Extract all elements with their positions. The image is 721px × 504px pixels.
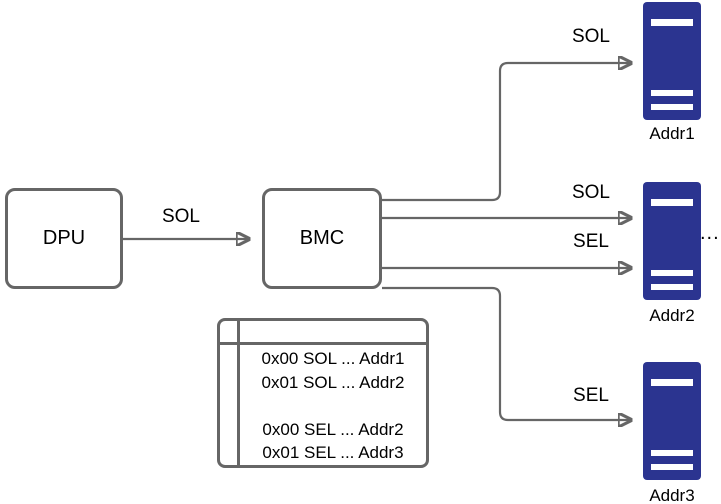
more-servers-ellipsis: ...: [700, 222, 720, 244]
node-bmc-label: BMC: [299, 227, 345, 249]
mapping-table-rows: 0x00 SOL ... Addr1 0x01 SOL ... Addr2 0x…: [240, 345, 426, 465]
server-slot-bar: [651, 379, 693, 386]
edge-bmc-to-addr3: [382, 286, 631, 420]
edge-label-addr2-sol: SOL: [571, 182, 611, 203]
server-icon-addr1: [643, 2, 701, 120]
node-dpu-label: DPU: [42, 227, 86, 249]
server-label-addr2: Addr2: [649, 306, 695, 325]
server-slot-bar: [651, 450, 693, 456]
node-dpu: DPU: [5, 188, 123, 289]
server-label-addr1: Addr1: [649, 124, 695, 143]
server-label-addr3: Addr3: [649, 486, 695, 504]
mapping-row: 0x01 SEL ... Addr3: [262, 443, 404, 462]
edge-label-dpu-bmc-sol: SOL: [161, 206, 201, 227]
server-slot-bar: [651, 464, 693, 470]
mapping-row: 0x00 SEL ... Addr2: [262, 419, 404, 439]
server-slot-bar: [651, 19, 693, 26]
server-slot-bar: [651, 104, 693, 110]
server-slot-bar: [651, 270, 693, 276]
edge-bmc-to-addr1: [382, 63, 631, 202]
edge-label-addr1-sol: SOL: [571, 26, 611, 47]
server-icon-addr2: [643, 182, 701, 300]
mapping-table: 0x00 SOL ... Addr1 0x01 SOL ... Addr2 0x…: [217, 318, 429, 468]
edge-label-addr2-sel: SEL: [573, 231, 609, 252]
mapping-row: 0x00 SOL ... Addr1: [261, 349, 405, 368]
server-slot-bar: [651, 90, 693, 96]
server-slot-bar: [651, 199, 693, 206]
mapping-table-left-divider: [237, 321, 240, 465]
mapping-row-blank: [240, 394, 426, 418]
server-slot-bar: [651, 284, 693, 290]
server-icon-addr3: [643, 362, 701, 480]
edge-label-addr3-sel: SEL: [573, 385, 609, 406]
mapping-row: 0x01 SOL ... Addr2: [261, 372, 405, 392]
mapping-table-header-divider: [220, 342, 426, 345]
node-bmc: BMC: [262, 188, 382, 289]
